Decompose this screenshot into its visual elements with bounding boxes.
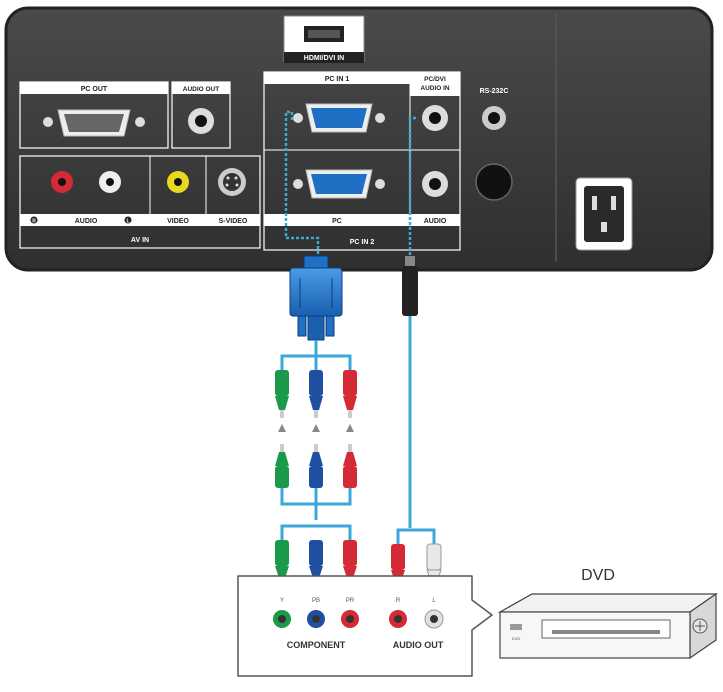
hdmi-port-group: HDMI/DVI IN xyxy=(283,15,365,63)
dvd-logo: DVD xyxy=(512,636,521,641)
pc-dvi-audio-line2: AUDIO IN xyxy=(420,85,450,92)
rca-plugs-lower xyxy=(275,540,442,592)
pc-dvi-audio-line1: PC/DVI xyxy=(424,76,446,83)
av-audio-label: AUDIO xyxy=(75,218,98,225)
s-video-label: S-VIDEO xyxy=(219,218,248,225)
vga-connector xyxy=(289,255,343,341)
video-label: VIDEO xyxy=(167,218,189,225)
signal-path-dotted xyxy=(284,110,416,258)
rear-panel xyxy=(4,6,714,272)
blue-plug-middle xyxy=(309,444,323,488)
av-in-label: AV IN xyxy=(131,237,149,244)
source-device-panel: Y PB PR R L COMPONENT AUDIO OUT xyxy=(237,575,493,677)
audio-r-marker-icon xyxy=(30,216,38,224)
audio-r-marker: R xyxy=(32,218,36,224)
audio-out-top-label: AUDIO OUT xyxy=(183,86,220,93)
audio-l-marker-icon xyxy=(124,216,132,224)
jack-r-label: R xyxy=(396,598,401,604)
component-label: COMPONENT xyxy=(287,640,346,650)
audio-l-marker: L xyxy=(126,218,129,224)
rca-plugs-upper xyxy=(275,370,357,418)
pc-out-label: PC OUT xyxy=(81,86,108,93)
dvd-player: DVD DVD xyxy=(497,567,718,660)
green-plug-upper xyxy=(275,370,289,418)
jack-l-label: L xyxy=(432,598,436,604)
pc-in1-label: PC IN 1 xyxy=(325,76,350,83)
av-in-group: R AUDIO L VIDEO S-VIDEO AV IN xyxy=(19,155,261,249)
red-plug-middle xyxy=(343,444,357,488)
dvd-label: DVD xyxy=(581,567,615,584)
cables xyxy=(280,255,436,544)
rs232c-group: RS-232C xyxy=(475,88,513,201)
rs232c-label: RS-232C xyxy=(480,88,509,95)
pc-out-group: PC OUT xyxy=(19,81,169,149)
audio-label: AUDIO xyxy=(424,218,447,225)
rca-plugs-middle xyxy=(275,444,357,488)
green-plug-lower xyxy=(275,540,289,588)
pc-label: PC xyxy=(332,218,342,225)
audio-mini-plug xyxy=(402,256,418,316)
green-plug-middle xyxy=(275,444,289,488)
power-socket xyxy=(575,177,633,251)
round-port xyxy=(475,163,513,201)
blue-plug-upper xyxy=(309,370,323,418)
jack-pb-label: PB xyxy=(312,598,320,604)
pc-in-group: PC IN 1 PC/DVI AUDIO IN PC AUDIO PC IN 2 xyxy=(263,71,461,251)
connector-arrows xyxy=(278,424,354,432)
red-plug-upper xyxy=(343,370,357,418)
hdmi-label: HDMI/DVI IN xyxy=(304,55,344,62)
jack-y-label: Y xyxy=(280,598,284,604)
audio-out-label: AUDIO OUT xyxy=(393,640,444,650)
red-plug-lower xyxy=(343,540,357,588)
jack-pr-label: PR xyxy=(346,598,355,604)
pc-in2-label: PC IN 2 xyxy=(350,239,375,246)
audio-out-top-group: AUDIO OUT xyxy=(171,81,231,149)
